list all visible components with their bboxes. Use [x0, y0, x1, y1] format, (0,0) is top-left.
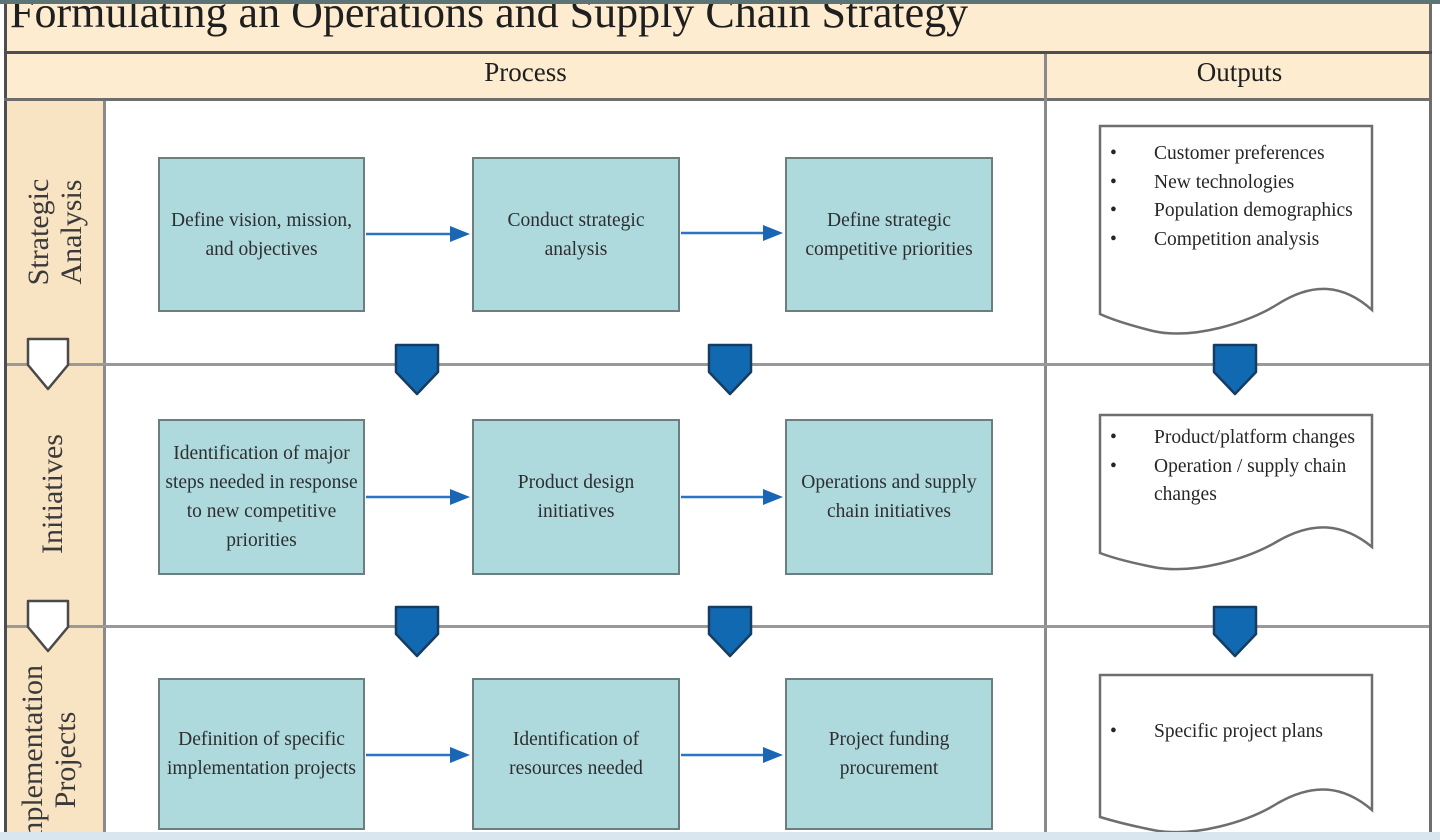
row-label-line: Implementation: [16, 665, 49, 840]
down-pentagon-arrow-icon: [394, 343, 440, 396]
outer-border-left: [4, 4, 7, 832]
output-item: • Operation / supply chain changes: [1106, 453, 1362, 510]
bullet-icon: •: [1110, 455, 1117, 477]
row-label-line: Strategic: [22, 178, 55, 286]
page-title: Formulating an Operations and Supply Cha…: [10, 0, 969, 37]
title-divider-line: [4, 51, 1432, 54]
output-item-text: Competition analysis: [1154, 228, 1320, 250]
column-header-process: Process: [484, 57, 567, 87]
output-item-text: Population demographics: [1154, 200, 1353, 221]
process-step-box: Define vision, mission, and objectives: [158, 157, 365, 312]
output-item-text: Operation / supply chain changes: [1154, 455, 1347, 506]
output-document: [1098, 124, 1374, 335]
process-step-text: Operations and supply chain initiatives: [801, 472, 977, 522]
header-divider-line: [4, 98, 1432, 101]
output-document: [1098, 413, 1374, 571]
output-list: •Customer preferences •New technologies …: [1106, 140, 1362, 254]
bottom-edge-strip: [0, 832, 1440, 840]
white-down-pentagon-arrow-icon: [26, 599, 70, 653]
row-label-line: Analysis: [55, 179, 88, 285]
process-outputs-divider-line: [1044, 54, 1047, 832]
right-arrow-icon: [681, 747, 783, 763]
output-item: • Customer preferences: [1106, 140, 1362, 169]
output-list: • Specific project plans: [1106, 718, 1362, 747]
output-item-text: Product/platform changes: [1154, 427, 1355, 448]
row-label-sidebar: [7, 98, 103, 832]
bullet-icon: •: [1110, 143, 1117, 164]
white-down-pentagon-arrow-icon: [26, 337, 70, 391]
column-header-outputs: Outputs: [1196, 57, 1283, 87]
process-step-text: Define vision, mission, and objectives: [171, 209, 352, 260]
down-pentagon-arrow-icon: [707, 343, 753, 396]
down-pentagon-arrow-icon: [707, 605, 753, 658]
output-item-text: Specific project plans: [1154, 721, 1323, 742]
output-document: [1098, 673, 1374, 834]
process-step-text: Product design initiatives: [517, 472, 635, 522]
outer-border-right: [1429, 4, 1432, 832]
process-step-box: Product design initiatives: [472, 419, 680, 575]
process-step-box: Identification of major steps needed in …: [158, 419, 365, 575]
row-label-line: Projects: [49, 711, 82, 809]
sidebar-divider-line: [103, 101, 106, 832]
output-item: • New technologies: [1106, 169, 1362, 198]
process-step-text: Define strategic competitive priorities: [805, 209, 973, 260]
bullet-icon: •: [1110, 228, 1117, 250]
row-label-initiatives: Initiatives: [32, 354, 72, 634]
down-pentagon-arrow-icon: [394, 605, 440, 658]
top-edge-strip: [0, 0, 1440, 4]
bullet-icon: •: [1110, 721, 1117, 742]
process-step-text: Definition of specific implementation pr…: [167, 729, 356, 779]
right-arrow-icon: [366, 747, 470, 763]
down-pentagon-arrow-icon: [1212, 605, 1258, 658]
bullet-icon: •: [1110, 171, 1117, 193]
bullet-icon: •: [1110, 427, 1117, 448]
row-label-strategic-analysis: Strategic Analysis: [20, 92, 90, 372]
process-step-text: Project funding procurement: [828, 729, 950, 779]
process-step-box: Define strategic competitive priorities: [785, 157, 993, 312]
down-pentagon-arrow-icon: [1212, 343, 1258, 396]
output-item: • Competition analysis: [1106, 226, 1362, 255]
process-step-text: Identification of major steps needed in …: [165, 443, 358, 551]
process-step-text: Identification of resources needed: [509, 729, 643, 779]
right-arrow-icon: [681, 225, 783, 241]
output-list: • Product/platform changes • Operation / s…: [1106, 424, 1362, 510]
output-item: • Population demographics: [1106, 197, 1362, 226]
process-step-box: Definition of specific implementation pr…: [158, 678, 365, 830]
process-step-box: Identification of resources needed: [472, 678, 680, 830]
process-step-box: Conduct strategic analysis: [472, 157, 680, 312]
output-item: • Product/platform changes: [1106, 424, 1362, 453]
output-item-text: New technologies: [1154, 171, 1295, 193]
row-label-line: Initiatives: [35, 434, 69, 554]
process-step-box: Operations and supply chain initiatives: [785, 419, 993, 575]
output-item: • Specific project plans: [1106, 718, 1362, 747]
right-arrow-icon: [366, 489, 470, 505]
process-step-text: Conduct strategic analysis: [507, 209, 645, 260]
right-arrow-icon: [681, 489, 783, 505]
output-item-text: Customer preferences: [1154, 143, 1325, 164]
bullet-icon: •: [1110, 200, 1117, 221]
right-arrow-icon: [366, 226, 470, 242]
process-step-box: Project funding procurement: [785, 678, 993, 830]
